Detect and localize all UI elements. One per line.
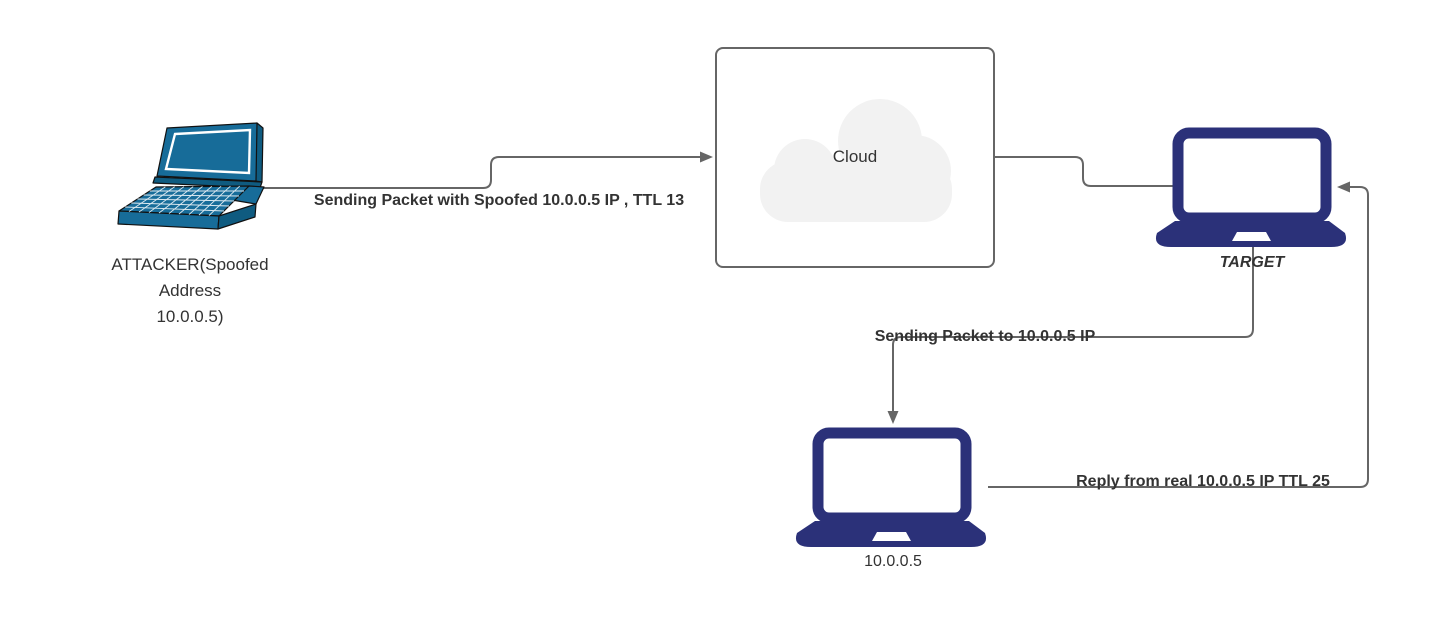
cloud-box [715,47,995,268]
real-host-label: 10.0.0.5 [864,553,922,570]
edge-label-send-to-real: Sending Packet to 10.0.0.5 IP [874,328,1096,345]
target-laptop-icon [1155,127,1347,247]
edge-cloud-to-target [995,156,1173,187]
arrowhead-right-icon [700,151,713,163]
real-host-laptop-icon [795,427,987,547]
edge-target-to-realhost [887,247,1254,424]
arrowhead-down-icon [887,411,899,424]
edge-label-spoofed-packet: Sending Packet with Spoofed 10.0.0.5 IP … [313,192,685,209]
arrowhead-left-icon [1337,181,1350,193]
attacker-label: ATTACKER(Spoofed Address 10.0.0.5) [111,255,269,326]
target-label: TARGET [1219,254,1285,271]
edge-label-reply-ttl: Reply from real 10.0.0.5 IP TTL 25 [1076,473,1330,490]
attacker-laptop-icon [117,122,265,230]
edge-attacker-to-cloud [263,151,713,189]
cloud-icon [760,99,952,222]
cloud-label: Cloud [832,147,878,166]
edge-realhost-to-target [988,181,1369,488]
